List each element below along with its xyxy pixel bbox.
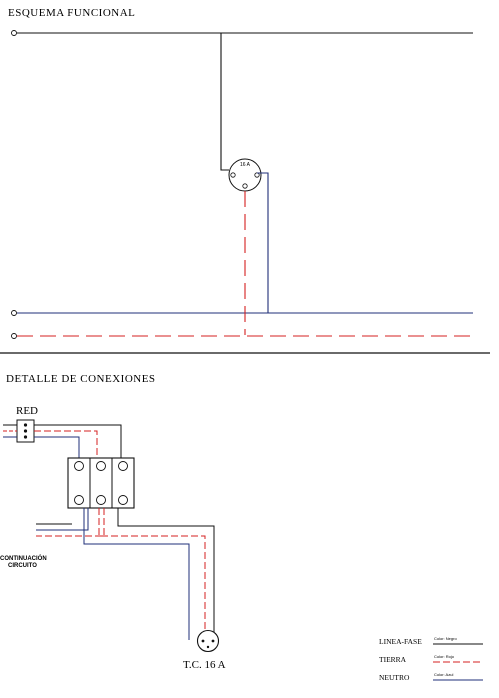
supply-terminal-block xyxy=(3,419,35,443)
legend-phase-label: LINEA-FASE xyxy=(379,637,422,646)
continuation-label-line1: CONTINUACIÓN xyxy=(0,554,47,562)
legend-earth-label: TIERRA xyxy=(379,655,407,664)
legend-earth-note: Color: Rojo xyxy=(434,654,455,659)
legend-neutral-note: Color: Azul xyxy=(434,672,453,677)
socket-caption: T.C. 16 A xyxy=(183,659,226,671)
continuation-label-line2: CIRCUITO xyxy=(8,563,37,569)
earth-line xyxy=(11,191,473,339)
neutral-line xyxy=(11,172,473,316)
legend-neutral-label: NEUTRO xyxy=(379,673,410,682)
socket-symbol: 16 A xyxy=(228,158,262,192)
continuation-wires xyxy=(36,508,215,640)
phase-line xyxy=(11,30,473,171)
legend: LINEA-FASE Color: Negro TIERRA Color: Ro… xyxy=(379,636,483,682)
socket-rating-label: 16 A xyxy=(240,162,251,168)
socket-outlet xyxy=(196,629,220,653)
legend-phase-note: Color: Negro xyxy=(434,636,457,641)
supply-label: RED xyxy=(16,405,38,417)
functional-schema-title: ESQUEMA FUNCIONAL xyxy=(8,7,135,19)
supply-wires xyxy=(34,424,122,458)
connection-terminal-block xyxy=(67,457,135,509)
connections-detail-title: DETALLE DE CONEXIONES xyxy=(6,373,156,385)
